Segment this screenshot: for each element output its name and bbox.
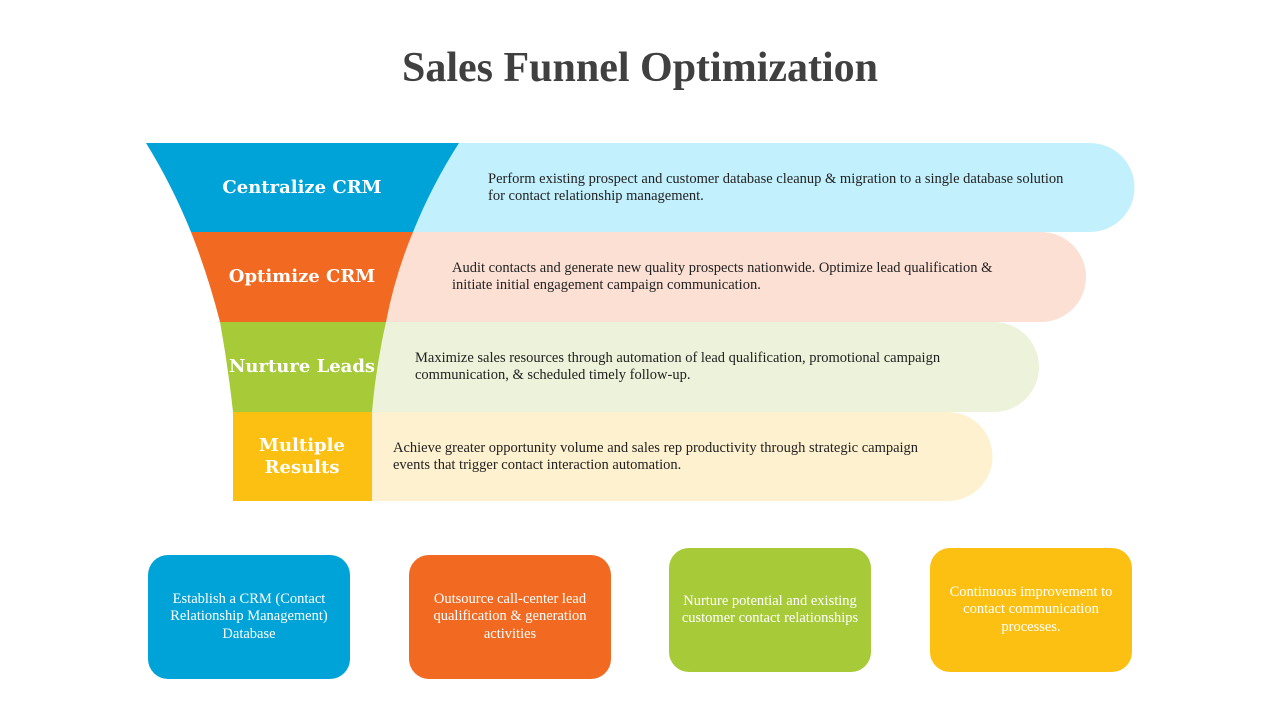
- band-light-4: [369, 412, 993, 501]
- summary-box-crm-database: Establish a CRM (Contact Relationship Ma…: [148, 555, 350, 679]
- stage-label-centralize-crm: Centralize CRM: [222, 176, 382, 198]
- band-light-1: [400, 143, 1135, 232]
- page-title: Sales Funnel Optimization: [401, 45, 879, 91]
- stage-description-3: Maximize sales resources through automat…: [415, 350, 941, 383]
- funnel-segment-3: [220, 322, 386, 412]
- stage-description-1: Perform existing prospect and customer d…: [488, 171, 1064, 204]
- stage-description-2: Audit contacts and generate new quality …: [452, 260, 993, 293]
- band-light-3: [370, 322, 1039, 412]
- band-light-2: [380, 232, 1086, 322]
- summary-box-improvement: Continuous improvement to contact commun…: [930, 548, 1132, 672]
- summary-box-nurture: Nurture potential and existing customer …: [669, 548, 871, 672]
- funnel-segment-2: [191, 232, 413, 322]
- stage-label-optimize-crm: Optimize CRM: [228, 266, 376, 287]
- summary-box-outsource: Outsource call-center lead qualification…: [409, 555, 611, 679]
- funnel-segment-1: [146, 143, 459, 232]
- stage-label-nurture-leads: Nurture Leads: [228, 356, 376, 377]
- funnel-segment-4: [233, 412, 372, 501]
- stage-label-multiple-results: Multiple Results: [259, 434, 345, 478]
- stage-description-4: Achieve greater opportunity volume and s…: [393, 440, 919, 473]
